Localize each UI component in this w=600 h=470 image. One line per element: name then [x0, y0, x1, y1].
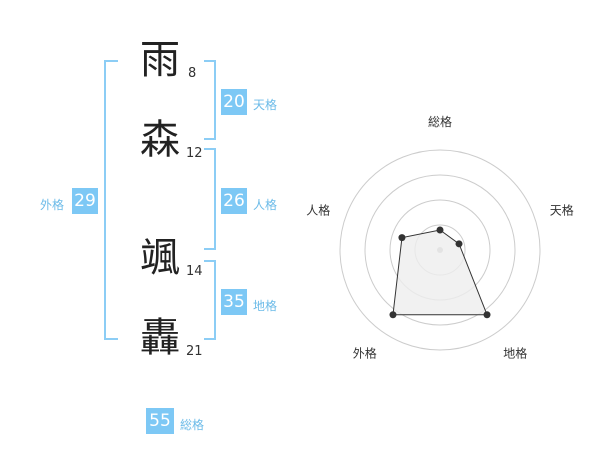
- radar-point-5: [398, 234, 406, 242]
- soukaku-value: 55: [146, 408, 174, 434]
- chikaku-value: 35: [221, 289, 247, 315]
- tenkaku-label: 天格: [253, 98, 278, 112]
- radar-ring: [339, 149, 541, 351]
- name-char-2: 森: [140, 117, 180, 163]
- radar-points: [389, 226, 491, 319]
- radar-axis-label-3: 地格: [503, 346, 527, 361]
- radar-shape: [392, 229, 488, 316]
- radar-axis-label-5: 人格: [306, 202, 330, 217]
- gaikaku-value: 29: [72, 188, 98, 214]
- radar-point-1: [436, 226, 444, 234]
- jinkaku-bracket: [204, 148, 216, 250]
- radar-axis-label-2: 天格: [550, 202, 574, 217]
- chikaku-label: 地格: [253, 299, 278, 313]
- radar-point-2: [455, 240, 463, 248]
- radar-point-3: [483, 311, 491, 319]
- radar-ring: [364, 174, 516, 326]
- gaikaku-bracket: [104, 60, 118, 340]
- jinkaku-label: 人格: [253, 198, 278, 212]
- tenkaku-value: 20: [221, 89, 247, 115]
- jinkaku-value: 26: [221, 188, 247, 214]
- stroke-count-1: 8: [188, 66, 197, 81]
- soukaku-label: 総格: [180, 418, 205, 432]
- stroke-count-3: 14: [186, 264, 203, 279]
- radar-axis-label-4: 外格: [353, 346, 377, 361]
- name-char-1: 雨: [140, 37, 180, 83]
- chikaku-bracket: [204, 260, 216, 340]
- radar-axis-label-1: 総格: [428, 114, 452, 129]
- stroke-count-4: 21: [186, 344, 203, 359]
- gaikaku-label: 外格: [40, 198, 65, 212]
- name-char-3: 颯: [140, 235, 180, 281]
- radar-point-4: [389, 311, 397, 319]
- name-char-4: 轟: [140, 315, 180, 361]
- stroke-count-2: 12: [186, 146, 203, 161]
- tenkaku-bracket: [204, 60, 216, 140]
